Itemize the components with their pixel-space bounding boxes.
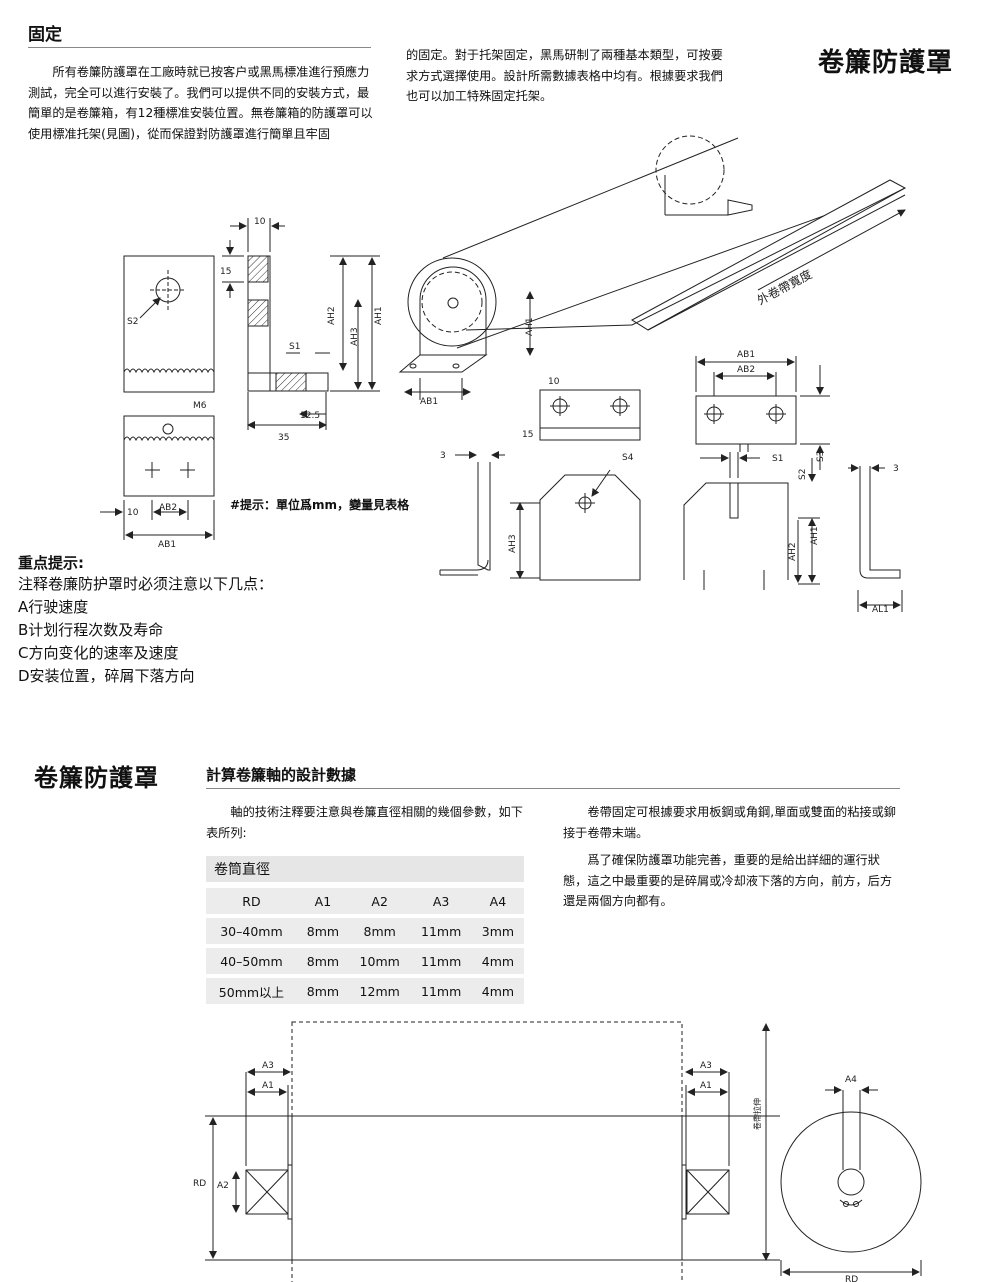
bracket-front-view: [123, 255, 215, 393]
label-a3-right: A3: [700, 1061, 712, 1071]
col-a1: A1: [296, 888, 349, 914]
label-a1-left: A1: [262, 1081, 274, 1091]
dim-12-5: 12.5: [300, 411, 320, 421]
dim-ab1-roller: AB1: [420, 397, 438, 407]
note-item: D安装位置，碎屑下落方向: [18, 667, 195, 685]
notes-intro: 注释卷廉防护罩时必须注意以下几点：: [18, 575, 274, 593]
intro-paragraph-left: 所有卷簾防護罩在工廠時就已按客户或黑馬標准進行預應力測試，完全可以進行安裝了。我…: [28, 65, 373, 141]
notes-title: 重点提示:: [18, 554, 84, 572]
dim-s2-right: S2: [798, 469, 808, 480]
bracket-diagrams: 10 15 S2 AH2 AH1 AH3 S1 12.5 35 M6 AB2 1…: [100, 135, 907, 615]
important-notes: 重点提示: 注释卷廉防护罩时必须注意以下几点： A行驶速度 B计划行程次数及寿命…: [18, 552, 273, 688]
dim-10b: 10: [127, 508, 139, 518]
dim-15-plate: 15: [522, 430, 533, 440]
section2-brand-title: 卷簾防護罩: [34, 764, 159, 792]
col-rd: RD: [206, 888, 297, 914]
roller-shaft-diagram: A3 A1 A3 A1 RD A2 A4 RD 卷帶拉伸: [193, 1021, 922, 1282]
dim-ah3-bracket: AH3: [508, 534, 518, 553]
intro-paragraph-right: 的固定。對于托架固定，黑馬研制了兩種基本類型，可按要求方式選擇使用。設計所需數據…: [406, 48, 723, 103]
dim-s2: S2: [127, 317, 138, 327]
label-tape-tension: 卷帶拉伸: [752, 1098, 762, 1130]
dim-15: 15: [220, 267, 231, 277]
section2-paragraph-right-2: 爲了確保防護罩功能完善，重要的是給出詳細的運行狀態，這之中最重要的是碎屑或冷却液…: [563, 853, 893, 908]
note-item: A行驶速度: [18, 598, 89, 616]
dim-s3: S3: [816, 451, 826, 462]
label-rd-right: RD: [845, 1275, 858, 1282]
label-a2: A2: [217, 1181, 229, 1191]
dim-s1: S1: [289, 342, 300, 352]
section2-paragraph-right-1: 卷帶固定可根據要求用板鋼或角鋼,單面或雙面的粘接或鉚接于卷帶末端。: [563, 805, 896, 840]
note-item: C方向变化的速率及速度: [18, 644, 179, 662]
divider: [206, 788, 900, 789]
label-a3-left: A3: [262, 1061, 274, 1071]
dim-m6: M6: [193, 401, 207, 411]
dim-s1-right: S1: [772, 454, 783, 464]
dim-3-left: 3: [440, 451, 446, 461]
label-rd: RD: [193, 1179, 206, 1189]
table-header: 卷筒直徑: [206, 856, 524, 882]
brand-title: 卷簾防護罩: [818, 48, 954, 78]
dim-10-plate: 10: [548, 377, 560, 387]
dim-s4: S4: [622, 453, 634, 463]
dim-al1: AL1: [872, 605, 889, 615]
dim-ab2-right: AB2: [737, 365, 755, 375]
dim-35: 35: [278, 433, 289, 443]
dim-ab2: AB2: [159, 503, 177, 513]
dim-ah1-right: AH1: [810, 526, 820, 545]
dim-3-right: 3: [893, 464, 899, 474]
col-a4: A4: [471, 888, 524, 914]
dim-ah2-right: AH2: [788, 542, 798, 561]
section2-paragraph-left: 軸的技術注釋要注意與卷簾直徑相關的幾個參數，如下表所列:: [206, 805, 523, 840]
dim-ah3: AH3: [350, 327, 360, 346]
col-a2: A2: [348, 888, 411, 914]
label-a1-right: A1: [700, 1081, 712, 1091]
dim-ah2: AH2: [327, 306, 337, 325]
label-a4: A4: [845, 1075, 857, 1085]
col-a3: A3: [410, 888, 472, 914]
dim-ah1: AH1: [374, 306, 384, 325]
dim-ab1: AB1: [158, 540, 176, 550]
dim-ah1-roller: AH1: [525, 317, 535, 336]
section2-subtitle: 計算卷簾軸的設計數據: [206, 766, 357, 784]
dim-10: 10: [254, 217, 266, 227]
divider: [28, 47, 371, 48]
table-column-headers: RD A1 A2 A3 A4: [206, 888, 524, 914]
section-title: 固定: [28, 25, 62, 45]
dim-ab1-right: AB1: [737, 350, 755, 360]
unit-hint: #提示：單位爲mm，變量見表格: [230, 498, 410, 512]
bracket-bottom-view: [123, 415, 215, 497]
note-item: B计划行程次数及寿命: [18, 621, 164, 639]
